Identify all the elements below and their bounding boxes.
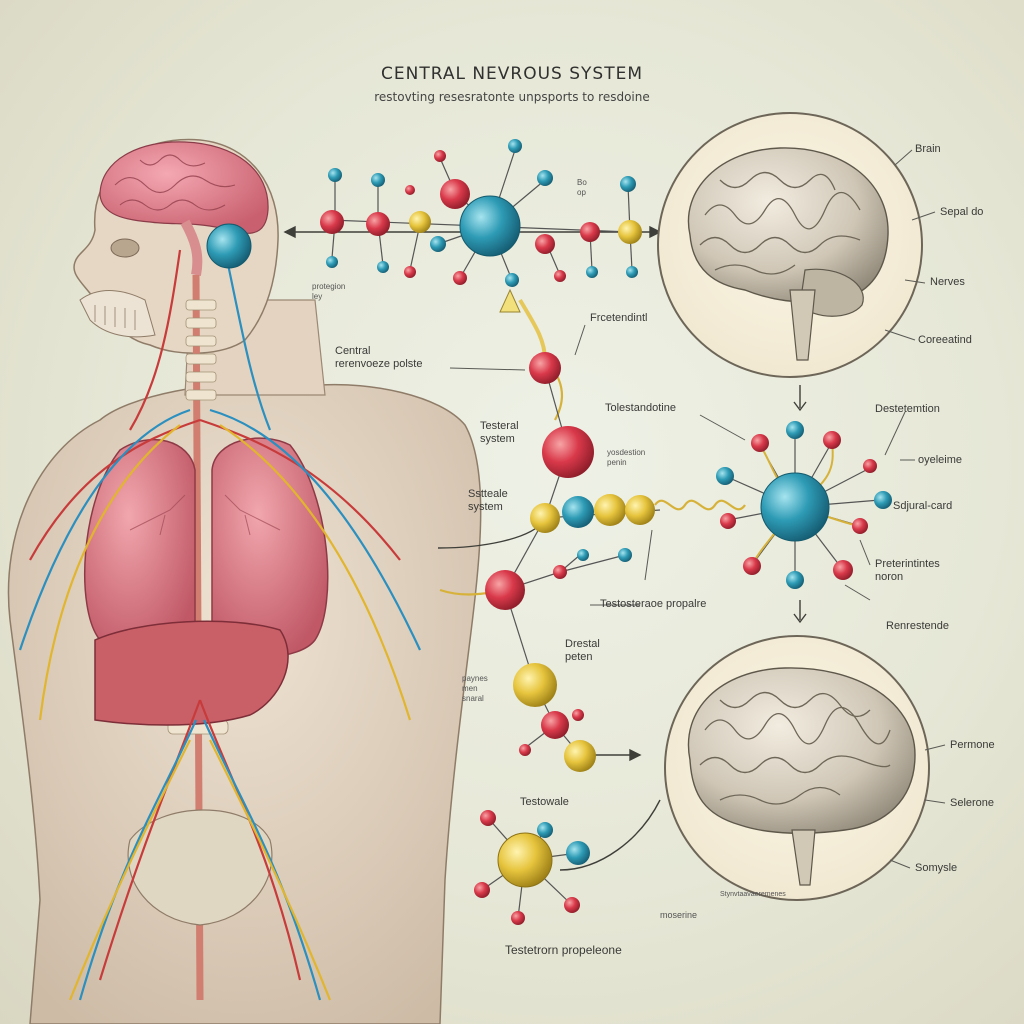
label-destemation: Destetemtion <box>875 403 940 415</box>
human-figure <box>7 138 482 1024</box>
molecule-bottom-atoms <box>474 810 590 925</box>
label-testeral-system: Testeral system <box>480 420 519 445</box>
brain-inset-top <box>657 112 923 378</box>
label-yosdestion: yosdestion penin <box>607 448 646 467</box>
label-small-mid: Bo op <box>577 178 587 197</box>
label-mosnide: moserine <box>660 910 698 920</box>
label-testowale: Testowale <box>520 796 569 808</box>
label-preterintes: Preterintintes noron <box>875 558 940 583</box>
label-fronteral: Frcetendintl <box>590 312 648 324</box>
label-small-top: protegion ley <box>312 282 346 301</box>
label-subtable-system: Sstteale system <box>468 488 508 513</box>
molecule-middle-atoms <box>485 352 655 772</box>
label-nerves: Nerves <box>930 276 965 288</box>
label-spinal: Sepal do <box>940 206 984 218</box>
label-somysle: Somysle <box>915 862 958 874</box>
label-oyeleime: oyeleime <box>918 454 963 466</box>
brain-inset-bottom <box>664 635 930 901</box>
label-small-group: paynes men snaral <box>462 674 488 703</box>
label-permone: Permone <box>950 739 995 751</box>
caption-bottom: Testetrorn propeleone <box>505 943 622 957</box>
diagram-subtitle: restovting resesratonte unpsports to res… <box>374 90 650 104</box>
molecule-right-atoms <box>716 421 892 589</box>
label-selerone: Selerone <box>950 797 995 809</box>
label-cerebellum: Coreeatind <box>918 334 972 346</box>
label-testosterone-top: Tolestandotine <box>605 402 676 414</box>
label-testosterone-proprle: Testosteraoe propalre <box>600 598 707 610</box>
label-small-bottom-caption: Stynvtaavaeremenes <box>720 891 786 898</box>
label-spinal-card: Sdjural-card <box>893 500 953 512</box>
label-brain: Brain <box>915 143 941 155</box>
label-drestal: Drestal peten <box>565 638 600 663</box>
label-renrestende: Renrestende <box>886 620 949 632</box>
molecule-top-atoms <box>320 139 642 287</box>
diagram-title: CENTRAL NEVROUS SYSTEM <box>380 64 644 84</box>
label-central-left: Central rerenvoeze polste <box>335 345 423 370</box>
